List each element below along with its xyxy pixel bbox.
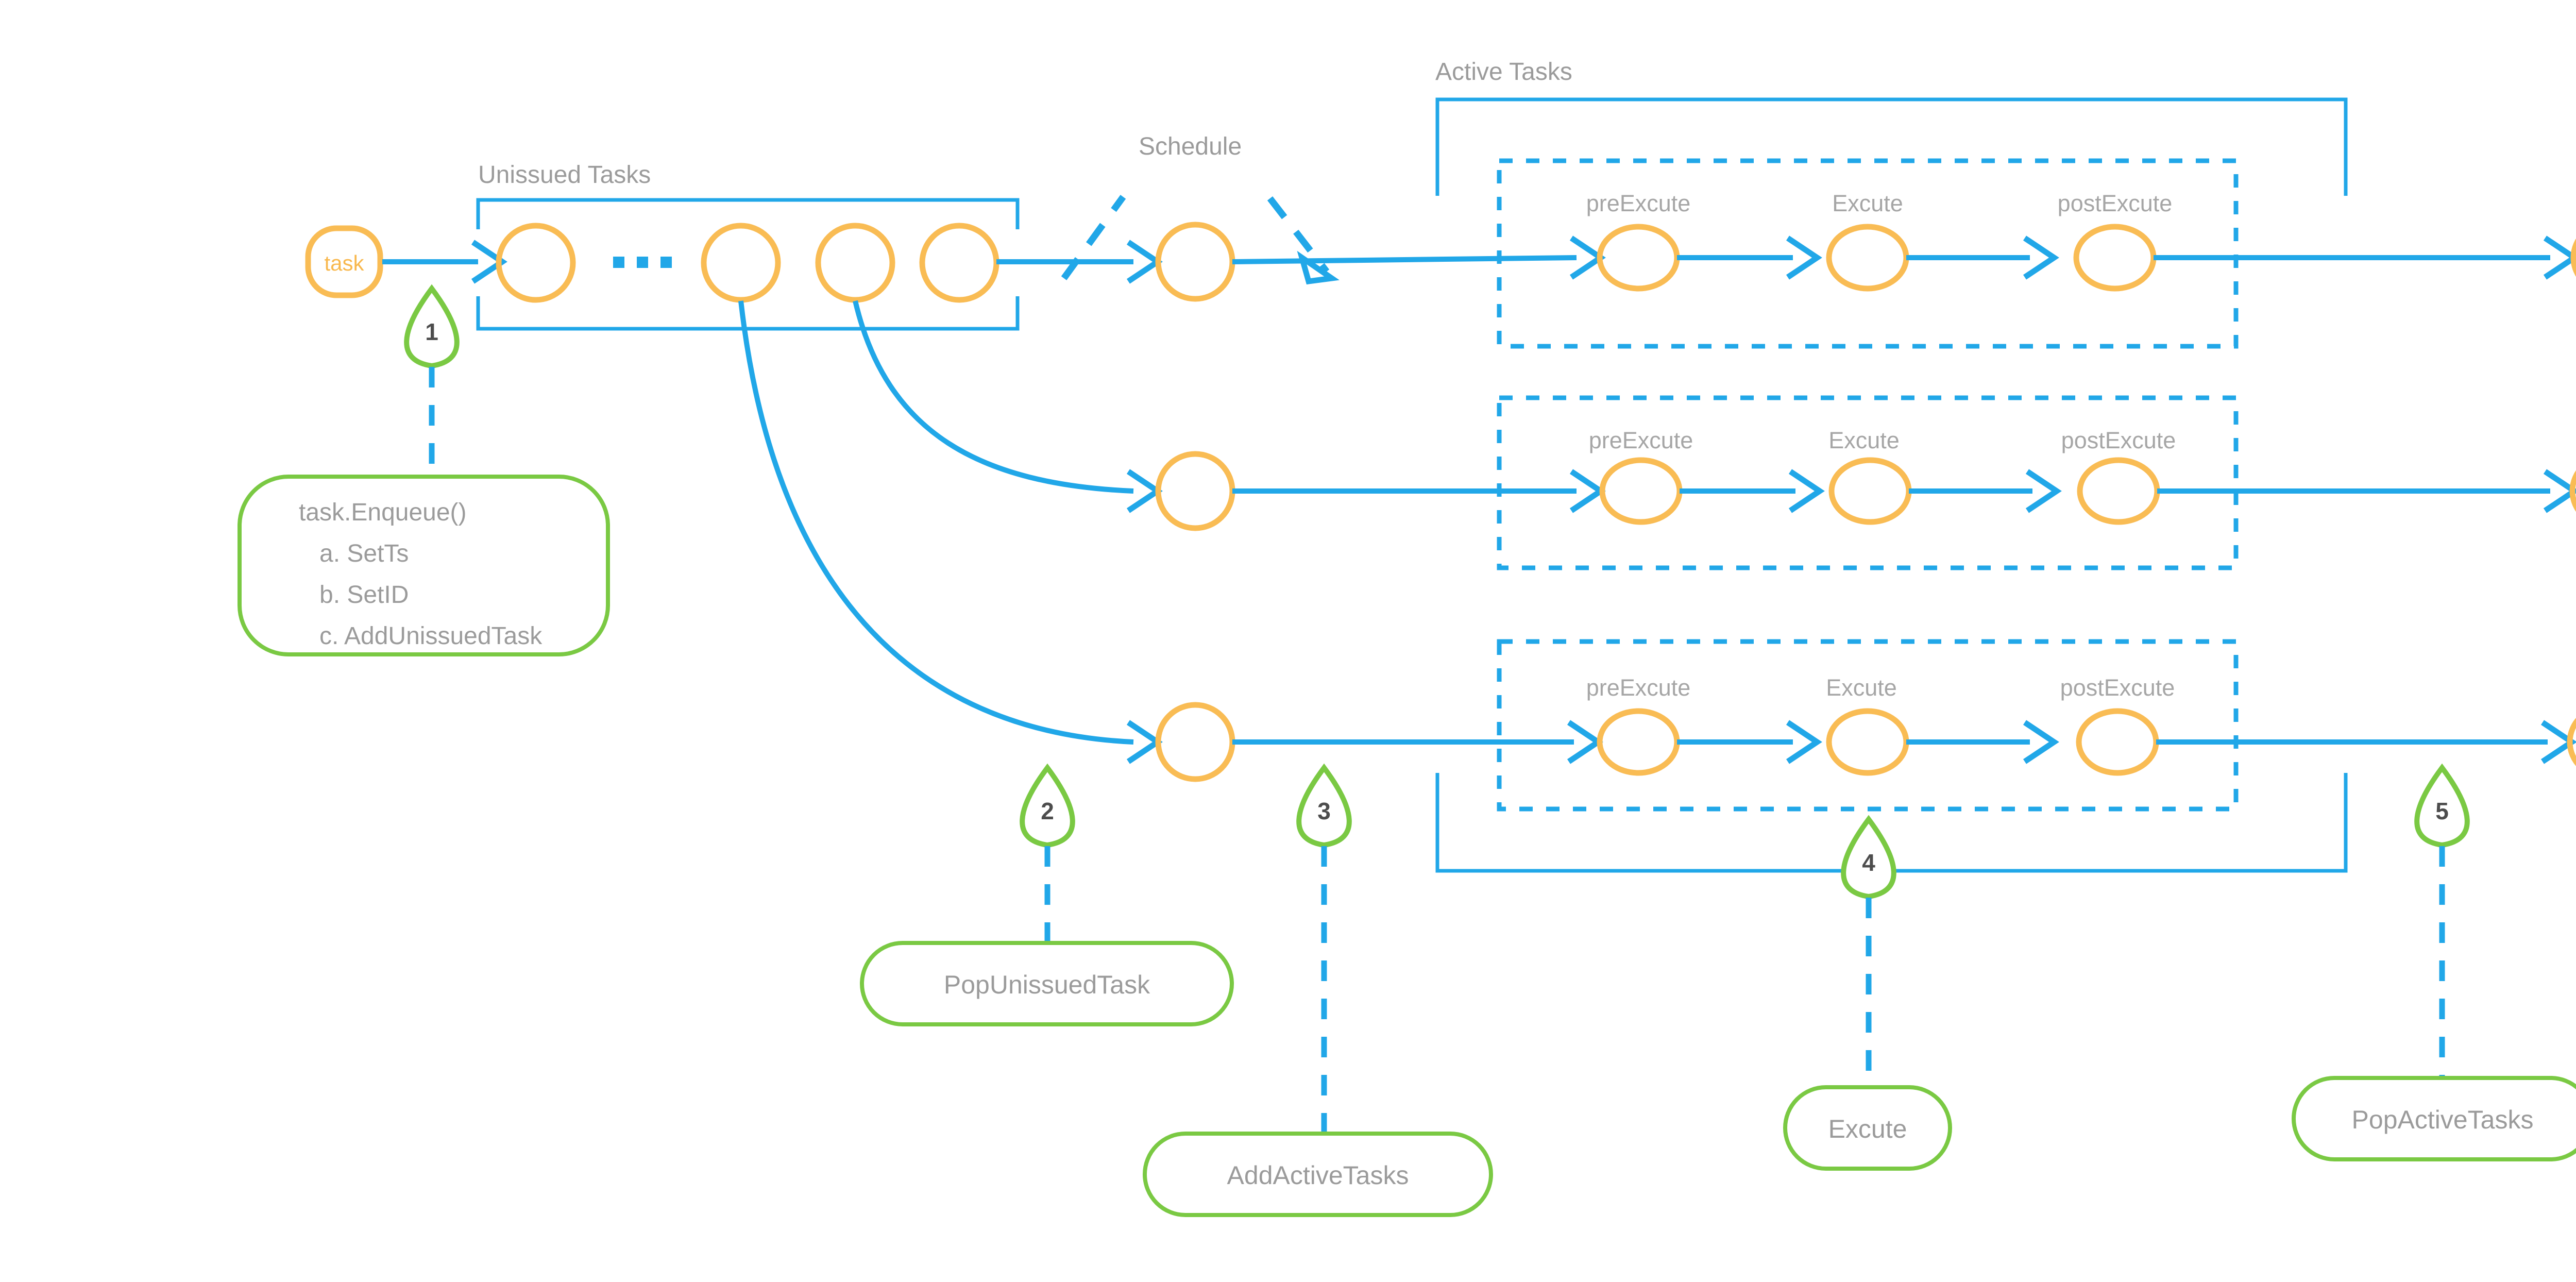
marker-1[interactable]: 1: [404, 284, 460, 369]
pre-excute-label-row-2: preExcute: [1589, 427, 1693, 453]
marker-5[interactable]: 5: [2414, 763, 2470, 848]
schedule-label: Schedule: [1139, 133, 1242, 160]
callout-excute: Excute: [1783, 1085, 1952, 1171]
done-node-row-3[interactable]: [2567, 706, 2576, 778]
queue-ellipsis-icon: [613, 257, 672, 268]
callout-pop-unissued-task: PopUnissuedTask: [860, 941, 1234, 1026]
callout-excute-label: Excute: [1828, 1115, 1907, 1143]
scheduled-task-node-row-3[interactable]: [1155, 702, 1235, 782]
unissued-task-node-3[interactable]: [815, 223, 895, 303]
post-excute-node-row-1[interactable]: [2073, 224, 2157, 292]
excute-node-row-2[interactable]: [1828, 457, 1912, 525]
post-excute-node-row-2[interactable]: [2077, 457, 2160, 525]
callout-pop-active-label: PopActiveTasks: [2352, 1105, 2534, 1134]
scheduled-task-node-row-1[interactable]: [1155, 222, 1235, 302]
callout-enqueue-line-3: b. SetID: [319, 581, 409, 609]
pipeline-dashed-box-row-3: [1497, 639, 2239, 812]
excute-label-row-2: Excute: [1828, 427, 1900, 453]
pre-excute-node-row-3[interactable]: [1597, 708, 1680, 776]
schedule-link-row-3: [738, 300, 1163, 764]
unissued-tasks-bracket: [476, 198, 1020, 331]
pipeline-row-1: preExcute Excute postExcute: [1232, 190, 2576, 294]
marker-1-number: 1: [425, 318, 438, 345]
callout-enqueue-line-4: c. AddUnissuedTask: [319, 622, 543, 650]
task-node-label: task: [324, 251, 364, 275]
done-node-row-1[interactable]: [2570, 222, 2576, 294]
marker-2[interactable]: 2: [1020, 763, 1075, 848]
marker-3-number: 3: [1317, 798, 1331, 824]
scheduled-task-node-row-2[interactable]: [1155, 451, 1235, 531]
schedule-link-row-1: [996, 240, 1163, 284]
excute-node-row-3[interactable]: [1826, 708, 1909, 776]
pipeline-dashed-box-row-1: [1497, 158, 2239, 349]
pipeline-row-2: preExcute Excute postExcute: [1232, 427, 2576, 527]
post-excute-node-row-3[interactable]: [2076, 708, 2159, 776]
marker-3[interactable]: 3: [1296, 763, 1352, 848]
post-excute-label-row-3: postExcute: [2060, 674, 2175, 701]
done-node-row-2[interactable]: [2569, 455, 2576, 527]
pre-excute-node-row-1[interactable]: [1597, 224, 1680, 292]
excute-label-row-1: Excute: [1832, 190, 1903, 216]
callout-enqueue-line-2: a. SetTs: [319, 540, 409, 567]
pre-excute-label-row-1: preExcute: [1586, 190, 1691, 216]
marker-4-number: 4: [1862, 849, 1875, 876]
pre-excute-label-row-3: preExcute: [1586, 674, 1691, 701]
excute-node-row-1[interactable]: [1826, 224, 1909, 292]
schedule-dashed-arrow: [1061, 195, 1340, 285]
marker-4[interactable]: 4: [1841, 815, 1896, 900]
callout-pop-active-tasks: PopActiveTasks: [2292, 1076, 2576, 1161]
pipeline-dashed-box-row-2: [1497, 395, 2239, 570]
task-to-queue-arrow: [382, 240, 507, 284]
callout-enqueue-line-1: task.Enqueue(): [299, 499, 467, 526]
callout-pop-unissued-label: PopUnissuedTask: [944, 970, 1150, 999]
task-source-node[interactable]: task: [305, 225, 383, 298]
callout-task-enqueue: task.Enqueue() a. SetTs b. SetID c. AddU…: [238, 475, 610, 656]
callout-add-active-tasks: AddActiveTasks: [1143, 1132, 1493, 1217]
schedule-link-row-2: [853, 300, 1163, 513]
callout-add-active-label: AddActiveTasks: [1227, 1161, 1409, 1190]
marker-2-number: 2: [1041, 798, 1054, 824]
pre-excute-node-row-2[interactable]: [1599, 457, 1683, 525]
post-excute-label-row-2: postExcute: [2061, 427, 2176, 453]
pipeline-row-3: preExcute Excute postExcute: [1232, 674, 2576, 778]
marker-5-number: 5: [2435, 798, 2449, 824]
unissued-task-node-1[interactable]: [496, 223, 576, 303]
unissued-task-node-4[interactable]: [919, 223, 999, 303]
excute-label-row-3: Excute: [1826, 674, 1897, 701]
active-tasks-label: Active Tasks: [1435, 58, 1572, 86]
unissued-tasks-label: Unissued Tasks: [478, 161, 651, 189]
post-excute-label-row-1: postExcute: [2058, 190, 2173, 216]
unissued-task-node-2[interactable]: [701, 223, 781, 303]
